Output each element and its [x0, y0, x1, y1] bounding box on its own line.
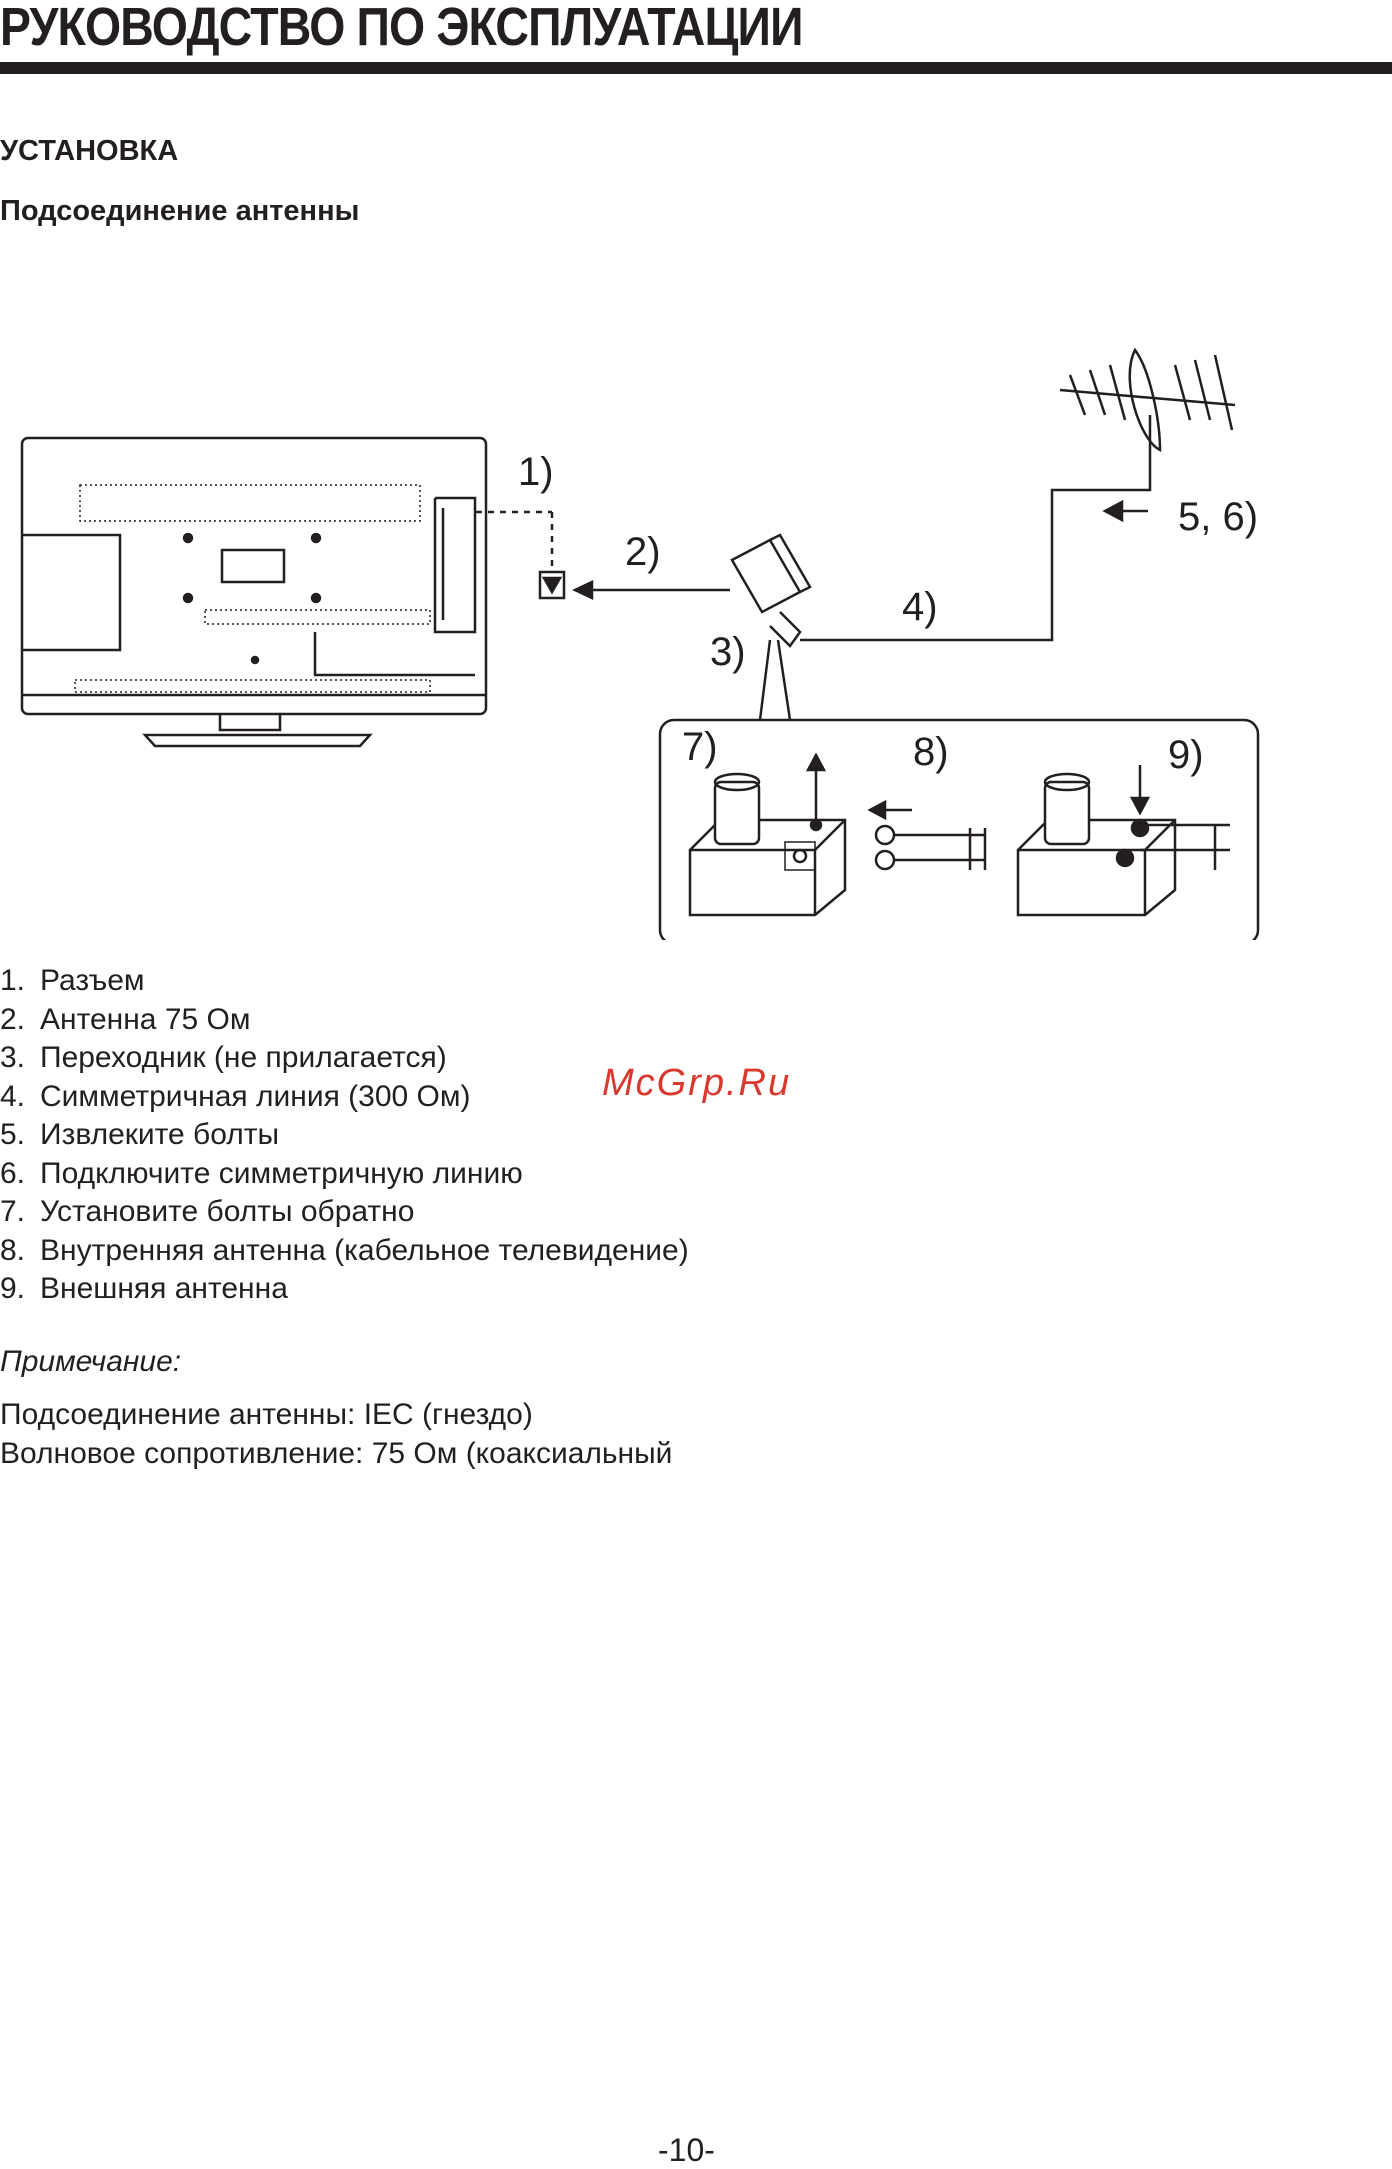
- terminal-block-step-7: [688, 752, 847, 917]
- antenna-connector: [476, 510, 730, 600]
- note-text: Подсоединение антенны: IEC (гнездо) Волн…: [0, 1395, 672, 1473]
- legend-item: 9.Внешняя антенна: [0, 1272, 288, 1305]
- page-number: -10-: [658, 2132, 715, 2168]
- legend-item: 4.Симметричная линия (300 Ом): [0, 1079, 471, 1113]
- antenna-connection-diagram: 1) 2) 3) 4) 5, 6) 7) 8) 9): [20, 347, 1260, 940]
- spade-lug-step-8: [867, 799, 987, 871]
- callout-8: 8): [913, 730, 949, 774]
- callout-7: 7): [682, 725, 718, 769]
- detail-box: [658, 718, 1260, 940]
- adapter: [730, 533, 812, 648]
- legend-item: 1.Разъем: [0, 964, 145, 997]
- legend-item: 7.Установите болты обратно: [0, 1195, 415, 1228]
- callout-2: 2): [625, 530, 661, 574]
- balanced-line: [800, 415, 1152, 642]
- subsection-title: Подсоединение антенны: [0, 195, 360, 227]
- page-header-title: РУКОВОДСТВО ПО ЭКСПЛУАТАЦИИ: [0, 0, 803, 57]
- note-line: Подсоединение антенны: IEC (гнездо): [0, 1398, 533, 1431]
- header-rule: [0, 62, 1392, 74]
- legend-item: 2.Антенна 75 Ом: [0, 1002, 251, 1036]
- section-title: УСТАНОВКА: [0, 135, 179, 167]
- terminal-block-step-9: [1016, 765, 1230, 917]
- legend-item: 3.Переходник (не прилагается): [0, 1041, 447, 1074]
- watermark: McGrp.Ru: [602, 1062, 792, 1104]
- legend-item: 8.Внутренняя антенна (кабельное телевиде…: [0, 1233, 689, 1267]
- callout-9: 9): [1168, 733, 1204, 777]
- legend-item: 5.Извлеките болты: [0, 1118, 280, 1151]
- callout-5-6: 5, 6): [1178, 495, 1258, 539]
- outdoor-antenna: [1059, 347, 1236, 453]
- tv-back-panel: [20, 436, 488, 748]
- callout-3: 3): [710, 630, 746, 674]
- callout-1: 1): [518, 450, 554, 494]
- callout-4: 4): [902, 585, 938, 629]
- legend-list: 1.Разъем 2.Антенна 75 Ом 3.Переходник (н…: [0, 962, 689, 1309]
- note-line: Волновое сопротивление: 75 Ом (коаксиаль…: [0, 1437, 673, 1470]
- note-label: Примечание:: [0, 1345, 182, 1378]
- legend-item: 6.Подключите симметричную линию: [0, 1156, 523, 1190]
